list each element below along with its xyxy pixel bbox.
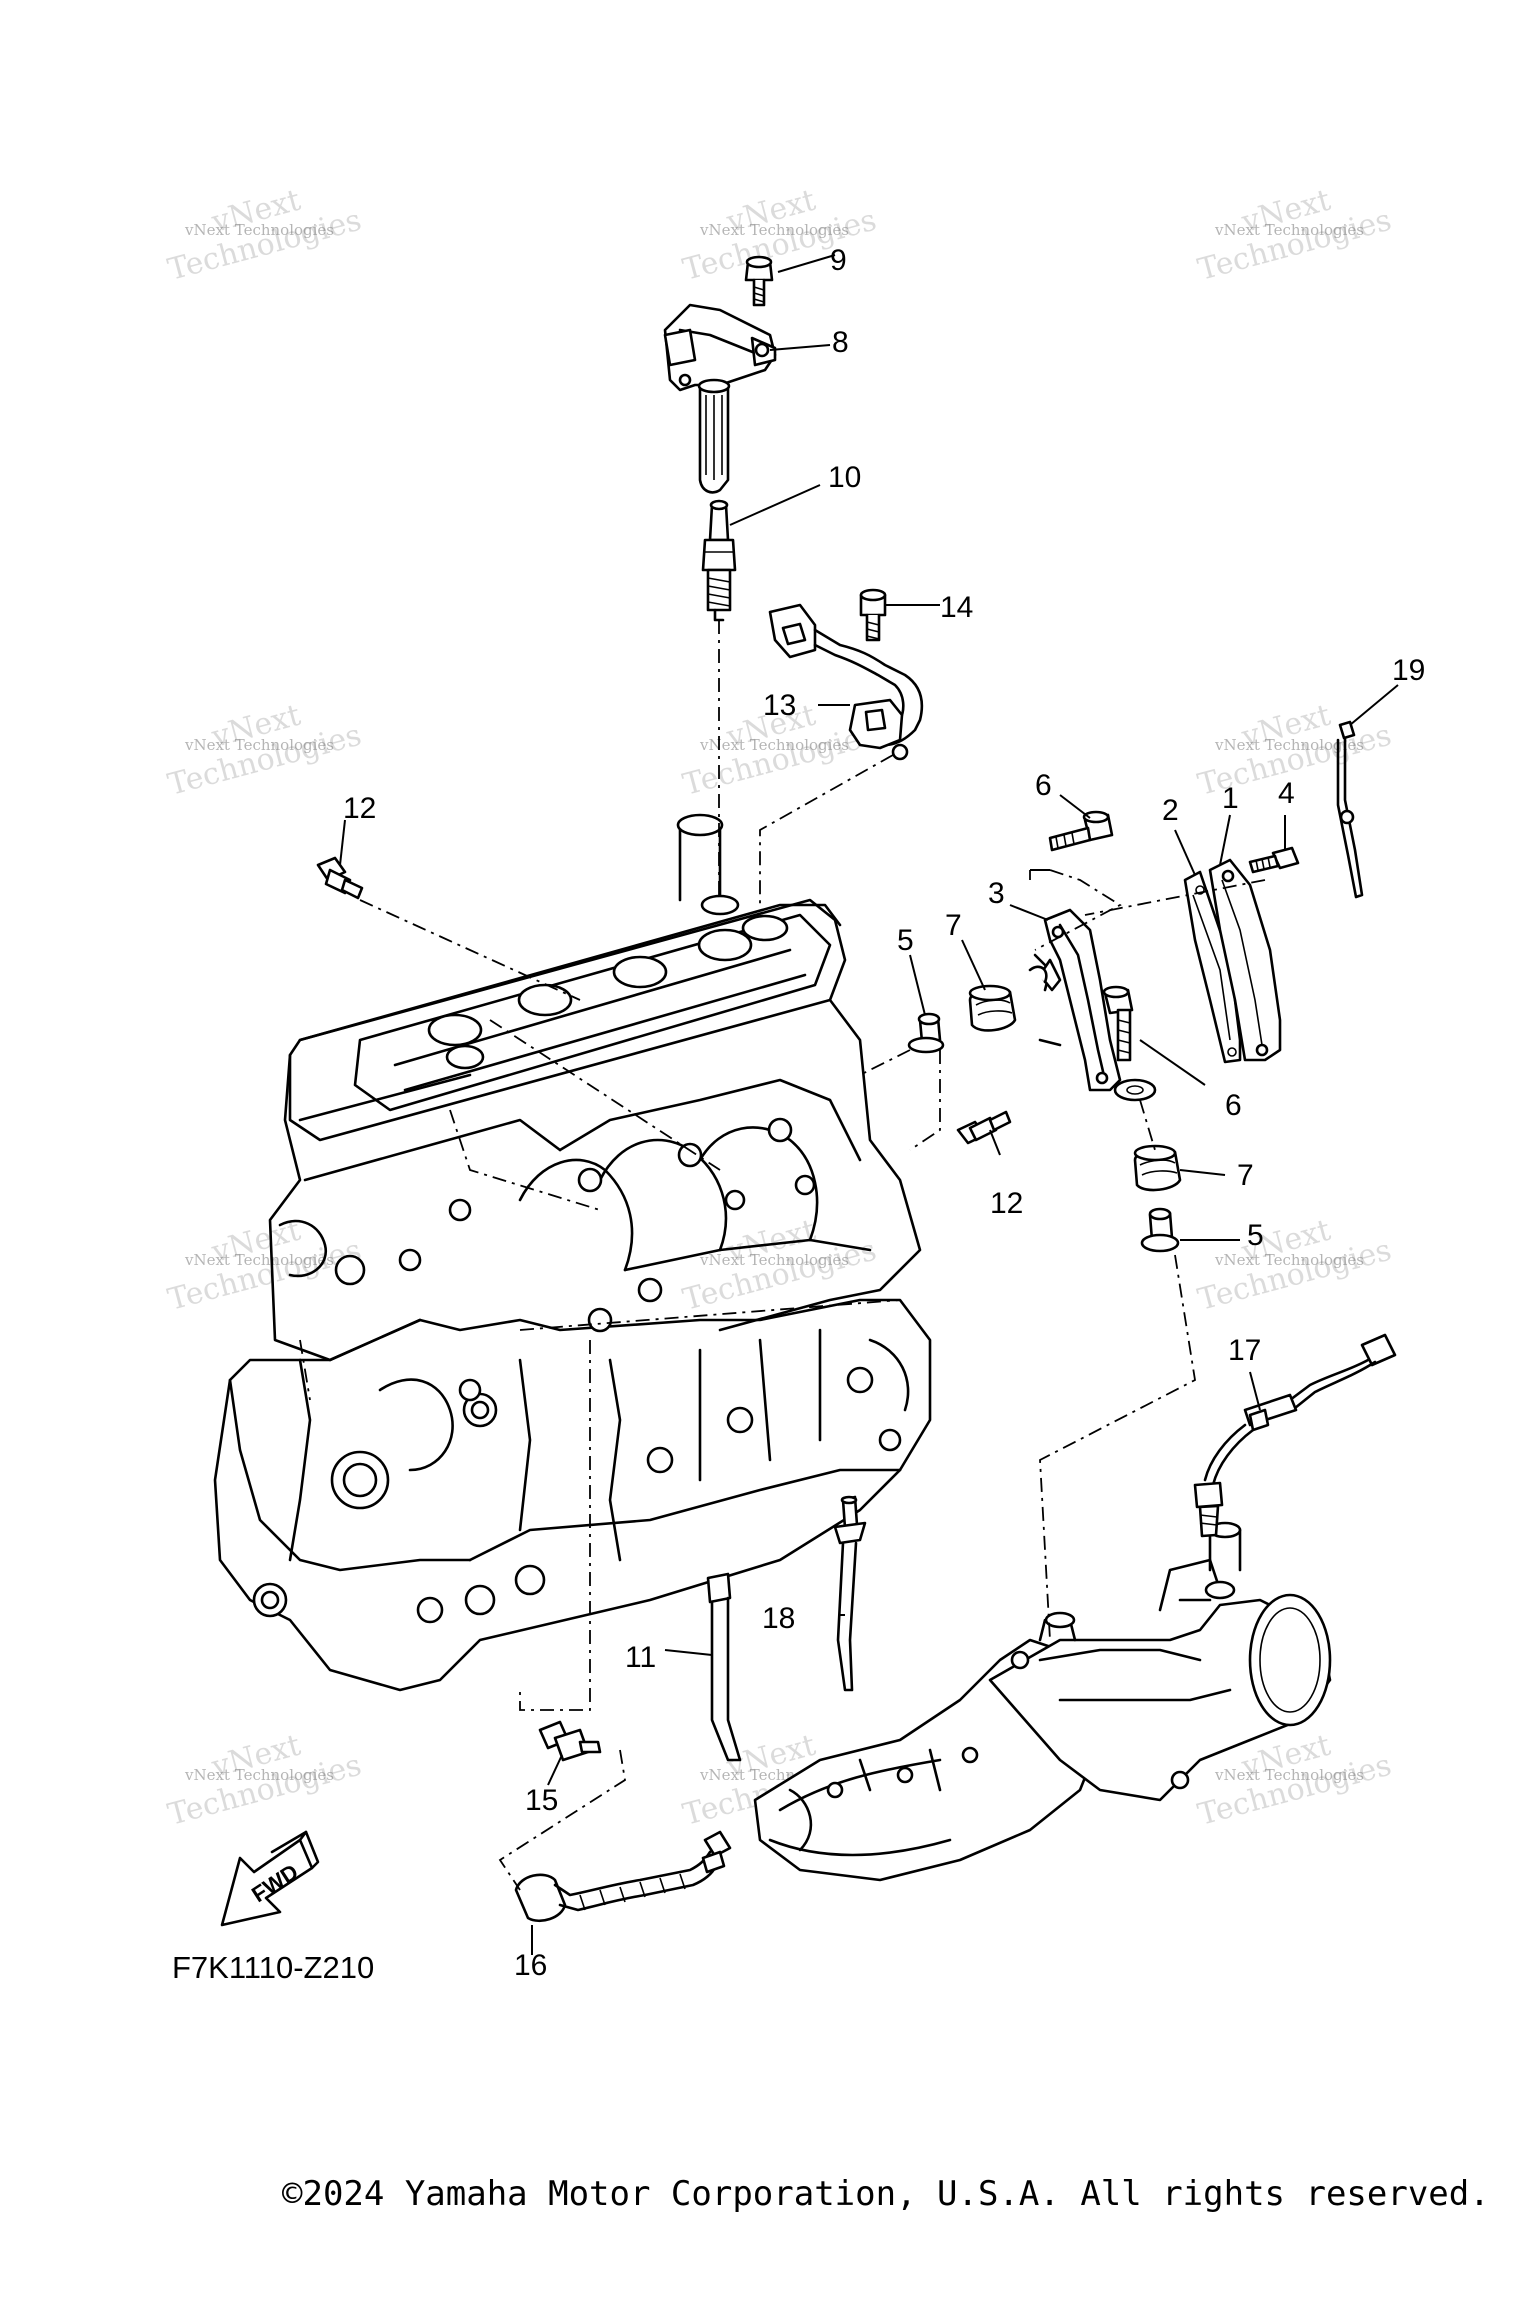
callout-5-lower: 5	[1247, 1219, 1264, 1252]
callout-16: 16	[514, 1949, 547, 1982]
callout-6-lower: 6	[1225, 1089, 1242, 1122]
assembly-lines	[359, 620, 1266, 1891]
svg-text:vNext Technologies: vNext Technologies	[699, 736, 849, 754]
part-13-sensor	[768, 603, 924, 761]
callout-2: 2	[1162, 794, 1179, 827]
part-12-sensor-left	[316, 856, 364, 900]
callout-12-right: 12	[990, 1187, 1023, 1220]
diagram-code: F7K1110-Z210	[172, 1950, 374, 1985]
watermark-text-small: vNext Technologies	[184, 221, 334, 239]
part-6-bolt-upper	[1048, 810, 1114, 852]
leader-lines	[339, 254, 1399, 1955]
callout-13: 13	[763, 689, 796, 722]
part-6-bolt-lower	[1102, 985, 1157, 1102]
part-11-cable-tie	[706, 1572, 742, 1762]
svg-text:vNext Technologies: vNext Technologies	[184, 1766, 334, 1784]
svg-text:vNext Technologies: vNext Technologies	[184, 736, 334, 754]
watermark-9: Technologies vNext vNext Technologies	[1194, 1213, 1395, 1318]
part-5-collar-upper	[907, 1012, 945, 1054]
callout-3: 3	[988, 877, 1005, 910]
callout-6-upper: 6	[1035, 769, 1052, 802]
callout-17: 17	[1228, 1334, 1261, 1367]
part-4-bolt	[1248, 846, 1300, 874]
callout-4: 4	[1278, 777, 1295, 810]
callout-8: 8	[832, 326, 849, 359]
part-16-knock-sensor	[514, 1830, 732, 1923]
watermark-3: Technologies vNext vNext Technologies	[1194, 183, 1395, 288]
callout-7-lower: 7	[1237, 1159, 1254, 1192]
part-14-screw	[859, 588, 887, 642]
part-7-grommet-upper	[968, 984, 1017, 1032]
callout-labels: 1 2 3 4 5 5 6 6 7 7 8 9 10 11 12 12 13 1…	[343, 244, 1425, 1982]
svg-text:vNext Technologies: vNext Technologies	[1214, 1766, 1364, 1784]
watermark-2: Technologies vNext vNext Technologies	[679, 183, 880, 288]
callout-9: 9	[830, 244, 847, 277]
callout-1: 1	[1222, 782, 1239, 815]
watermark-10: Technologies vNext vNext Technologies	[164, 1728, 365, 1833]
part-15-sensor	[538, 1720, 602, 1762]
engine-block	[213, 813, 932, 1692]
fwd-arrow-icon: FWD	[220, 1830, 320, 1927]
exhaust-manifold	[753, 1521, 1332, 1882]
watermark-7: Technologies vNext vNext Technologies	[164, 1213, 365, 1318]
callout-7-upper: 7	[945, 909, 962, 942]
watermarks: Technologies vNext vNext Technologies Te…	[164, 183, 1395, 1833]
part-3-bracket	[1028, 908, 1122, 1092]
svg-text:vNext Technologies: vNext Technologies	[699, 221, 849, 239]
svg-text:vNext Technologies: vNext Technologies	[1214, 221, 1364, 239]
part-17-sensor	[1193, 1333, 1397, 1538]
part-18-cable-tie	[833, 1495, 867, 1692]
part-2-gasket	[1183, 870, 1242, 1064]
part-9-bolt	[744, 255, 774, 307]
svg-text:vNext Technologies: vNext Technologies	[184, 1251, 334, 1269]
callout-19: 19	[1392, 654, 1425, 687]
svg-text:vNext Technologies: vNext Technologies	[1214, 1251, 1364, 1269]
part-1-cover	[1208, 858, 1282, 1062]
callout-10: 10	[828, 461, 861, 494]
part-5-collar-lower	[1140, 1207, 1180, 1253]
watermark-1: Technologies vNext vNext Technologies	[164, 183, 365, 288]
callout-12-left: 12	[343, 792, 376, 825]
part-8-ignition-coil	[663, 303, 777, 494]
svg-text:vNext Technologies: vNext Technologies	[699, 1251, 849, 1269]
callout-5-upper: 5	[897, 924, 914, 957]
part-10-spark-plug	[701, 499, 737, 622]
svg-text:vNext Technologies: vNext Technologies	[1214, 736, 1364, 754]
callout-14: 14	[940, 591, 973, 624]
copyright-notice: ©2024 Yamaha Motor Corporation, U.S.A. A…	[282, 2174, 1490, 2214]
callout-11: 11	[625, 1641, 656, 1674]
part-7-grommet-lower	[1133, 1144, 1182, 1192]
watermark-4: Technologies vNext vNext Technologies	[164, 698, 365, 803]
callout-18: 18	[762, 1602, 795, 1635]
callout-15: 15	[525, 1784, 558, 1817]
part-19-strap	[1336, 720, 1364, 899]
part-12-sensor-right	[956, 1110, 1012, 1145]
